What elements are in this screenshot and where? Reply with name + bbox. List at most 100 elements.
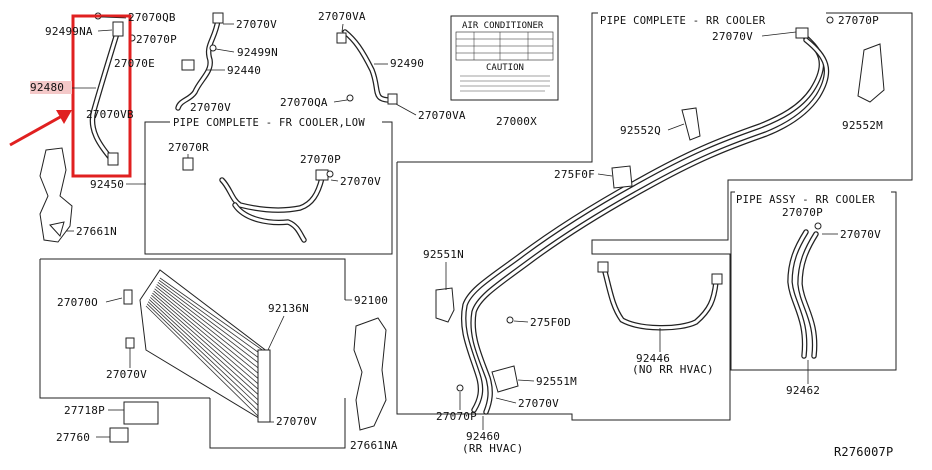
label-27718P: 27718P xyxy=(64,404,105,417)
box-title-rr-cooler-assy: PIPE ASSY - RR COOLER xyxy=(736,194,875,206)
frame-fr-cooler-low: PIPE COMPLETE - FR COOLER,LOW xyxy=(144,116,393,255)
pipe-92440 xyxy=(175,12,224,111)
label-92552M: 92552M xyxy=(842,119,883,132)
bolt-icon xyxy=(123,289,133,305)
label-27661NA: 27661NA xyxy=(350,439,398,452)
label-27070P: 27070P xyxy=(436,410,477,423)
condenser-fin xyxy=(151,294,265,395)
clip-icon xyxy=(181,59,195,71)
label-27070V: 27070V xyxy=(106,368,147,381)
condenser-fin xyxy=(153,290,266,385)
label-27070P: 27070P xyxy=(838,14,879,27)
condenser-fin xyxy=(156,284,267,370)
o-ring-icon xyxy=(456,384,464,392)
bolt-icon xyxy=(346,94,354,102)
fitting-icon xyxy=(112,21,124,37)
receiver-tank-icon xyxy=(257,349,271,423)
o-ring-icon xyxy=(326,170,334,178)
label-92450: 92450 xyxy=(90,178,124,191)
condenser-fin xyxy=(155,286,267,375)
diagram-reference: R276007P xyxy=(834,445,893,459)
label-27070QB: 27070QB xyxy=(128,11,176,24)
label-92136N: 92136N xyxy=(268,302,309,315)
label-92462: 92462 xyxy=(786,384,820,397)
condenser-fin xyxy=(154,288,266,380)
label-92551N: 92551N xyxy=(423,248,464,261)
caution-heading: CAUTION xyxy=(486,63,524,73)
fitting-icon xyxy=(336,32,347,44)
label-27070E: 27070E xyxy=(114,57,155,70)
bracket-icon xyxy=(435,287,455,323)
bolt-icon xyxy=(125,337,135,349)
label-27070V: 27070V xyxy=(276,415,317,428)
label-27070VA: 27070VA xyxy=(318,10,366,23)
label-92480: 92480 xyxy=(30,81,64,94)
fitting-icon xyxy=(107,152,119,166)
frame-condenser xyxy=(39,258,346,449)
condenser-fin xyxy=(159,277,269,355)
label-27070R: 27070R xyxy=(168,141,209,154)
clip-icon xyxy=(182,157,194,171)
pipe-92490 xyxy=(336,29,398,105)
fitting-icon xyxy=(795,27,809,39)
o-ring-icon xyxy=(826,16,834,24)
frame-rr-cooler-assy: PIPE ASSY - RR COOLER xyxy=(730,187,897,371)
label-27070VA: 27070VA xyxy=(418,109,466,122)
highlight-label-bg xyxy=(30,81,72,94)
label-92446: 92446 xyxy=(636,352,670,365)
label-27000X: 27000X xyxy=(496,115,537,128)
red-arrow-icon xyxy=(9,110,72,147)
label-27070V: 27070V xyxy=(840,228,881,241)
label-92490: 92490 xyxy=(390,57,424,70)
pipe-rr-cooler-long xyxy=(435,27,885,415)
bracket-27661N xyxy=(39,147,73,243)
label-27070V: 27070V xyxy=(518,397,559,410)
fitting-icon xyxy=(711,273,723,285)
label-92440: 92440 xyxy=(227,64,261,77)
pipe-fr-cooler-low xyxy=(182,157,334,243)
label-92552Q: 92552Q xyxy=(620,124,661,137)
condenser-fin xyxy=(147,301,264,411)
pipe-92446 xyxy=(597,261,723,331)
label-27070P: 27070P xyxy=(300,153,341,166)
bracket-icon xyxy=(681,107,701,141)
label-27070V: 27070V xyxy=(712,30,753,43)
label-27070QA: 27070QA xyxy=(280,96,328,109)
label-92460: 92460 xyxy=(466,430,500,443)
label-27070V: 27070V xyxy=(340,175,381,188)
fitting-icon xyxy=(315,169,329,181)
highlight-box xyxy=(71,14,132,178)
condenser-fin xyxy=(150,297,265,400)
label-275F0F: 275F0F xyxy=(554,168,595,181)
box-title-rr-cooler-complete: PIPE COMPLETE - RR COOLER xyxy=(600,15,766,27)
bracket-icon xyxy=(491,365,519,393)
sensor-icon xyxy=(123,401,159,425)
label-275F0D: 275F0D xyxy=(530,316,571,329)
fitting-icon xyxy=(387,93,398,105)
label-27661N: 27661N xyxy=(76,225,117,238)
label-92446-note: (NO RR HVAC) xyxy=(632,363,714,376)
caution-label-27000X: AIR CONDITIONER CAUTION xyxy=(450,15,559,101)
condenser-fin xyxy=(152,292,266,390)
label-27070O: 27070O xyxy=(57,296,98,309)
condenser-fin xyxy=(146,303,263,416)
condenser-fin xyxy=(158,279,268,360)
label-27070V: 27070V xyxy=(190,101,231,114)
box-title-fr-cooler-low: PIPE COMPLETE - FR COOLER,LOW xyxy=(173,117,365,129)
label-27070P: 27070P xyxy=(782,206,823,219)
o-ring-icon xyxy=(814,222,822,230)
pipe-92462 xyxy=(787,222,822,359)
bracket-27661NA xyxy=(353,317,387,431)
label-27070VB: 27070VB xyxy=(86,108,134,121)
fitting-icon xyxy=(212,12,224,24)
clip-icon xyxy=(611,165,633,189)
condenser-fin xyxy=(157,281,268,365)
frame-rr-cooler-complete: PIPE COMPLETE - RR COOLER xyxy=(396,12,913,421)
label-92551M: 92551M xyxy=(536,375,577,388)
label-27760: 27760 xyxy=(56,431,90,444)
label-92460-note: (RR HVAC) xyxy=(462,442,523,455)
condenser-fin xyxy=(148,299,264,406)
bolt-icon xyxy=(209,44,217,52)
label-27070P: 27070P xyxy=(136,33,177,46)
